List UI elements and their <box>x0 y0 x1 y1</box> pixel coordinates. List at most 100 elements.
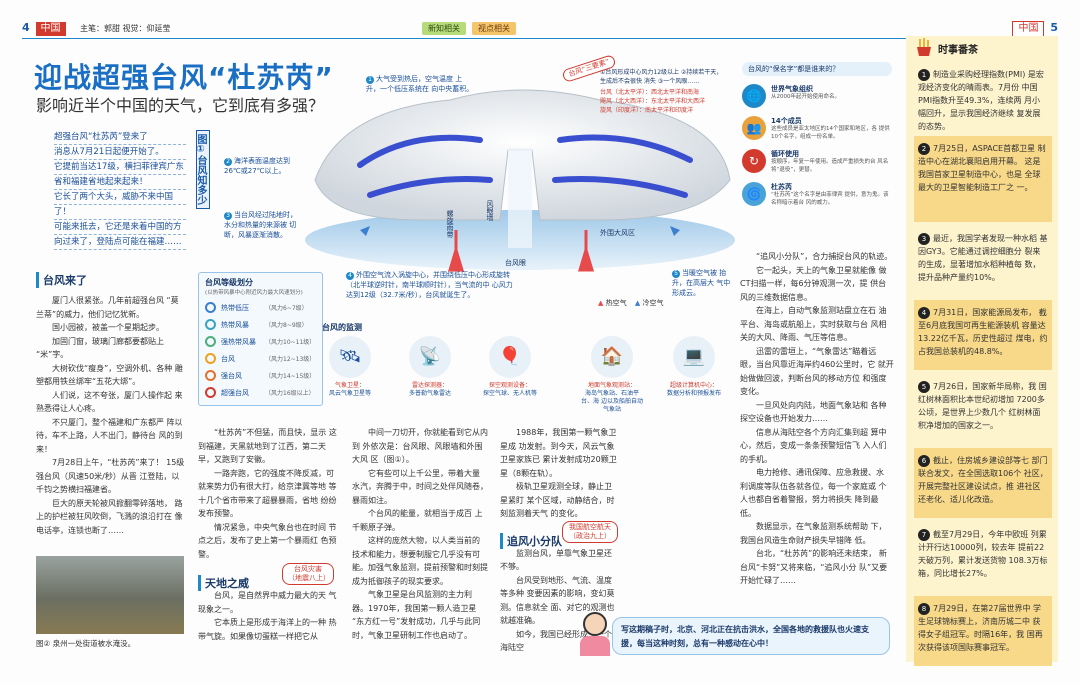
body-paragraph: 信息从海陆空各个方向汇集到超 算中心，然后，变成一条条预警短信飞 入人们的手机。 <box>740 427 887 464</box>
level-name: 超强台风 <box>221 388 249 397</box>
fries-icon <box>917 38 931 56</box>
news-number: 6 <box>918 455 930 467</box>
news-text: 7月26日，国家新华局称，我 国红树林面积比本世纪初增加 7200多公顷，是世界… <box>918 382 1047 430</box>
body-paragraph: 台北，“杜苏芮”的影响还未结束， 新台风“卡努”又将来临，“追风小分 队”又要开… <box>740 549 888 585</box>
lead-line: 省和福建省地起来起来！ <box>54 175 186 190</box>
naming-info-box: 台风的“保名字”都是谁来的？ 🌐世界气象组织从2000年起开始使用命名。 👥14个… <box>742 62 892 242</box>
body-paragraph: 电力抢修、通讯保障、应急救援、水 利调度等队伍各就各位，每一个家庭或 个人也都自… <box>740 468 887 518</box>
typhoon-level-icon <box>205 387 216 398</box>
monitor-desc: 多普勒气象雷达 <box>408 390 451 397</box>
news-text: 最近，我国学者发现一种水稻 基因GY3。它能通过调控细胞分 裂来的生成，显著增加… <box>918 234 1048 282</box>
body-paragraph: 国小园被，被盖一个星期起步。 <box>52 323 164 332</box>
naming-item-title: 循环使用 <box>771 150 799 158</box>
editor-callout: 写这期稿子时，北京、河北正在抗击洪水，全国各地的救援队也火速支援，每当这种时刻，… <box>612 617 890 655</box>
monitor-pic: 🎈 <box>489 336 531 378</box>
typhoon-level-icon <box>205 370 216 381</box>
level-range: （风力6~7级） <box>265 305 308 312</box>
naming-item: 👥14个成员这些成员是亚太地区的14个国家和地区，各 提供10个名字，组成一份名… <box>742 116 892 141</box>
lead-line: 可能来抵去，它还是来着中国的方 <box>54 220 186 235</box>
body-paragraph: 中间一刀切开，你就能看到它从内到 外依次是：台风眼、风眼墙和外围大风 区（图①）… <box>352 428 488 464</box>
eye-column <box>508 148 532 248</box>
monitor-pic: 🏠 <box>591 336 633 378</box>
monitor-pic: 💻 <box>673 336 715 378</box>
news-number: 8 <box>918 603 930 615</box>
news-text: 7月29日，在第27届世界中 学生足球锦标赛上，济南历城二中 获得女子组冠军。时… <box>918 604 1043 652</box>
header-rule <box>22 38 1058 39</box>
naming-item-icon: 🌀 <box>742 182 766 206</box>
body-paragraph: 7月28日上午，“杜苏芮”来了！ 15级强台风（风速50米/秒）从晋 江登陆，以… <box>36 458 185 494</box>
left-section-label: 中国 <box>35 22 66 36</box>
naming-item-icon: ↻ <box>742 149 766 173</box>
left-page-number: 4 <box>22 21 30 34</box>
column-2: “杜苏芮”不但猛，而且快，显示 这到福建，天黑就地到了江西，第二天 早，又跑到了… <box>198 426 338 643</box>
label-typhoon-eye: 台风眼 <box>505 258 526 267</box>
lead-line: 它提前当达17级，横扫菲律宾广东 <box>54 160 186 175</box>
tab-shidian[interactable]: 视点相关 <box>472 22 516 35</box>
column-1: 台风来了 厦门人很紧张。几年前超强台风 “莫兰蒂”的威力，他们记忆犹新。国小园被… <box>36 272 186 537</box>
naming-question: 台风的“保名字”都是谁来的？ <box>742 62 892 76</box>
three-elements-bubble: 台风“三要素” ①台风形成中心风力12级以上 ②持续若干天，生成后不会很快 消失… <box>561 53 728 115</box>
body-paragraph: 台风，是自然界中威力最大的天 气现象之一。 <box>198 591 337 614</box>
level-range: （风力16级以上） <box>265 390 315 397</box>
level-row: 热带低压 （风力6~7级） <box>205 299 316 316</box>
column-3: 中间一刀切开，你就能看到它从内到 外依次是：台风眼、风眼墙和外围大风 区（图①）… <box>352 426 488 642</box>
monitor-pic: 📡 <box>409 336 451 378</box>
lead-line: 向过来了，登陆点可能在福建…… <box>54 235 186 250</box>
monitor-item: 🛰气象卫星：风云气象卫星等 <box>318 336 382 398</box>
section-title-typhoon-came: 台风来了 <box>36 272 186 288</box>
tab-xinzhi[interactable]: 新知相关 <box>422 22 466 35</box>
level-row: 超强台风 （风力16级以上） <box>205 384 316 401</box>
level-name: 台风 <box>221 354 235 363</box>
typhoon-level-icon <box>205 336 216 347</box>
naming-item-icon: 🌐 <box>742 84 766 108</box>
body-paragraph: 气象卫星是台风监测的主力利 器。1970年，我国第一颗人造卫星 “东方红一号”发… <box>352 590 481 640</box>
naming-item-text: 14个成员这些成员是亚太地区的14个国家和地区，各 提供10个名字，组成一份名单… <box>771 116 892 141</box>
monitor-name: 雷达探测器： <box>411 382 448 389</box>
flood-photo <box>36 556 184 634</box>
body-paragraph: 台风受到地形、气流、温度等多种 变要因素的影响，变幻莫测。信息就全 面、对它的观… <box>500 575 615 626</box>
body-paragraph: 巨大的原天轮被风掀翻零碎落地， 路上的护栏被狂风吹倒，飞溅的浪沿打在 像电话亭，… <box>36 498 183 535</box>
level-name: 热带低压 <box>221 303 249 312</box>
monitor-item: 🏠地面气象观测站：海岛气象站、石油平台、海 边以及船舶自动气象站 <box>580 336 644 414</box>
news-text: 制造业采购经理指数(PMI) 是宏观经济变化的晴雨表。7月份 中国PMI指数升至… <box>918 70 1044 131</box>
body-paragraph: 在海上，自动气象监测站盘立在石 油平台、海岛或航船上，实时获取与台 风相关的大风… <box>740 306 887 342</box>
body-paragraph: 一路奔跑，它的强度不降反减，可 就来势力仍有很大打，给京津冀等地 等十几个省市带… <box>198 468 337 519</box>
news-number: 2 <box>918 143 930 155</box>
body-paragraph: 它有些可以上千公里，带着大量 水汽，奔腾于中，时间之处伴风随卷， 暴雨如注。 <box>352 468 488 505</box>
naming-item-icon: 👥 <box>742 116 766 140</box>
naming-item-text: 杜苏芮“杜苏芮”这个名字是由菲律宾 提供，意为鬼。该名称暗示着台 风的威力。 <box>771 182 892 207</box>
warm-air-arrow <box>447 230 465 272</box>
naming-item: 🌐世界气象组织从2000年起开始使用命名。 <box>742 84 892 108</box>
level-row: 热带风暴（风力8~9级） <box>205 316 316 333</box>
body-paragraph: 监测台风，单靠气象卫星还不够。 <box>500 548 612 572</box>
news-text: 7月31日，国家能源局发布， 截至6月底我国可再生能源装机 容量达13.22亿千… <box>918 308 1048 356</box>
body-paragraph: 如今，我国已经形成了一个海陆空 <box>500 629 612 653</box>
naming-item: 🌀杜苏芮“杜苏芮”这个名字是由菲律宾 提供，意为鬼。该名称暗示着台 风的威力。 <box>742 182 892 207</box>
section-title-chasers: 追风小分队 <box>500 532 562 549</box>
body-paragraph: 情况紧急，中央气象台也在时间 节点之后，发布了史上第一个暴雨红 色预警。 <box>198 522 337 559</box>
typhoon-level-icon <box>205 319 216 330</box>
monitor-name: 超级计算机中心： <box>669 382 718 389</box>
level-name: 强台风 <box>221 371 242 380</box>
spiral-arrow <box>367 176 493 198</box>
news-number: 7 <box>918 529 930 541</box>
sidebar-header: 时事番茶 <box>906 36 1058 58</box>
column-5: “追风小分队”，合力捕捉台风的轨迹。它一起头，天上的气象卫星就能像 做CT扫描一… <box>740 250 894 588</box>
right-page-number: 5 <box>1050 21 1058 34</box>
news-number: 4 <box>918 307 930 319</box>
spiral-arrow <box>552 176 688 198</box>
naming-item-title: 杜苏芮 <box>771 183 792 191</box>
lead-line: 它长了两个大头，威胁不来中国 <box>54 190 186 205</box>
monitor-desc: 探空气球、无人机等 <box>482 390 537 397</box>
levels-subtitle: (以热带风暴中心附近风力最大风速划分) <box>205 290 303 296</box>
lead-line: 消息从7月21日起便开始了。 <box>54 145 186 160</box>
monitor-item: 💻超级计算机中心：数据分析和预报发布 <box>662 336 726 398</box>
lead-paragraph: 超强台风“杜苏芮”登来了 消息从7月21日起便开始了。 它提前当达17级，横扫菲… <box>54 130 186 250</box>
news-text: 截止，住房城乡建设部等七 部门联合发文，在全国选取106个 社区，开展完整社区建… <box>918 456 1048 504</box>
